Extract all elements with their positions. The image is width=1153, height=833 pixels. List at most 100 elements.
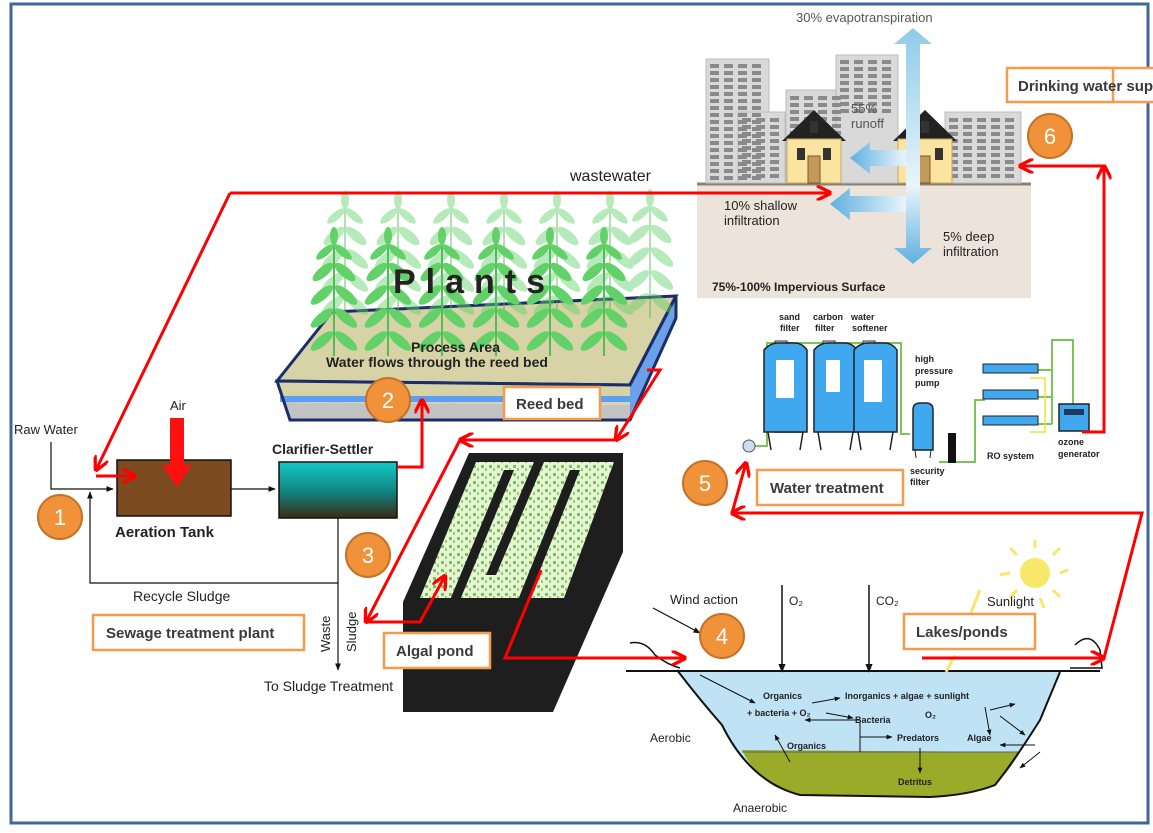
- building-window: [854, 95, 863, 99]
- building-window: [882, 81, 891, 85]
- building-window: [832, 110, 841, 114]
- building-window: [977, 139, 986, 143]
- building-window: [752, 92, 761, 96]
- building-window: [752, 113, 761, 117]
- algal-pond-label: Algal pond: [396, 643, 474, 660]
- building-window: [752, 85, 761, 89]
- building-window: [963, 174, 972, 178]
- anaerobic-label: Anaerobic: [733, 801, 787, 815]
- building-window: [868, 109, 877, 113]
- carbon-filter-tank: [813, 340, 858, 451]
- building-window: [710, 148, 719, 152]
- inorganics-label: Inorganics + algae + sunlight: [845, 691, 969, 701]
- building-window: [742, 118, 751, 122]
- building-window: [1005, 139, 1014, 143]
- building-window: [770, 160, 779, 164]
- sand-filter-label-2: filter: [780, 323, 800, 333]
- building-window: [1005, 167, 1014, 171]
- building-window: [710, 169, 719, 173]
- building-window: [854, 74, 863, 78]
- building-window: [868, 88, 877, 92]
- building-window: [882, 74, 891, 78]
- building-window: [770, 139, 779, 143]
- building-window: [1005, 174, 1014, 178]
- building-window: [770, 174, 779, 178]
- organics-bottom-label: Organics: [787, 741, 826, 751]
- building-window: [770, 153, 779, 157]
- building-window: [724, 134, 733, 138]
- clarifier-label: Clarifier-Settler: [272, 441, 374, 457]
- carbon-filter-label-1: carbon: [813, 312, 843, 322]
- building-window: [770, 118, 779, 122]
- deep-infiltration-label: infiltration: [943, 244, 999, 259]
- building-window: [882, 67, 891, 71]
- building-window: [963, 139, 972, 143]
- water-treatment-plant: sand filter carbon filter water softener…: [742, 312, 1100, 487]
- building-window: [756, 118, 765, 122]
- building-window: [977, 153, 986, 157]
- building-window: [949, 125, 958, 129]
- building-window: [756, 167, 765, 171]
- sun-icon: [944, 540, 1069, 673]
- ozone-label-1: ozone: [1058, 437, 1084, 447]
- building-window: [840, 60, 849, 64]
- building-window: [991, 160, 1000, 164]
- building-window: [710, 176, 719, 180]
- label-box-treatment: Water treatment: [755, 468, 905, 507]
- building-window: [790, 103, 799, 107]
- building-window: [977, 146, 986, 150]
- building-window: [1005, 118, 1014, 122]
- building-window: [832, 96, 841, 100]
- label-box-sewage: Sewage treatment plant: [91, 613, 306, 652]
- building-window: [710, 134, 719, 138]
- building-window: [963, 118, 972, 122]
- building-window: [724, 148, 733, 152]
- building-window: [742, 139, 751, 143]
- building-window: [882, 88, 891, 92]
- building-window: [738, 64, 747, 68]
- detritus-label: Detritus: [898, 777, 932, 787]
- organics-top-label: Organics: [763, 691, 802, 701]
- building-window: [949, 118, 958, 122]
- building-window: [854, 60, 863, 64]
- building-window: [949, 174, 958, 178]
- building-window: [710, 162, 719, 166]
- water-softener-tank: [853, 340, 898, 451]
- building-window: [724, 85, 733, 89]
- badge-4: 4: [699, 613, 745, 659]
- building-window: [770, 132, 779, 136]
- building-window: [854, 67, 863, 71]
- stage-badges: 1 2 3 4 5 6: [37, 113, 1073, 659]
- algal-pond: [403, 453, 623, 712]
- building-window: [868, 81, 877, 85]
- pump-icon: [742, 439, 756, 453]
- building-window: [738, 71, 747, 75]
- sunlight-label: Sunlight: [987, 594, 1034, 609]
- building-window: [790, 110, 799, 114]
- building-window: [742, 167, 751, 171]
- reed-bed: Plants Process Area Water flows through …: [273, 188, 679, 422]
- building-window: [724, 64, 733, 68]
- building-window: [738, 92, 747, 96]
- building-window: [818, 103, 827, 107]
- label-box-drinking: Drinking water supply: [1005, 66, 1153, 104]
- building-window: [742, 125, 751, 129]
- badge-3: 3: [345, 532, 391, 578]
- building-window: [1005, 132, 1014, 136]
- building-window: [991, 167, 1000, 171]
- building-window: [724, 155, 733, 159]
- building-window: [742, 160, 751, 164]
- ro-system-label: RO system: [987, 451, 1034, 461]
- building-window: [724, 106, 733, 110]
- building-window: [724, 176, 733, 180]
- building-window: [868, 67, 877, 71]
- building-window: [949, 167, 958, 171]
- building-window: [724, 99, 733, 103]
- badge-1: 1: [37, 494, 83, 540]
- badge-1-number: 1: [54, 505, 66, 530]
- building-window: [752, 64, 761, 68]
- building-window: [710, 71, 719, 75]
- deep-infiltration-pct-label: 5% deep: [943, 229, 994, 244]
- ro-membranes: [982, 363, 1039, 426]
- flow-treatment-to-urban: [1082, 166, 1104, 434]
